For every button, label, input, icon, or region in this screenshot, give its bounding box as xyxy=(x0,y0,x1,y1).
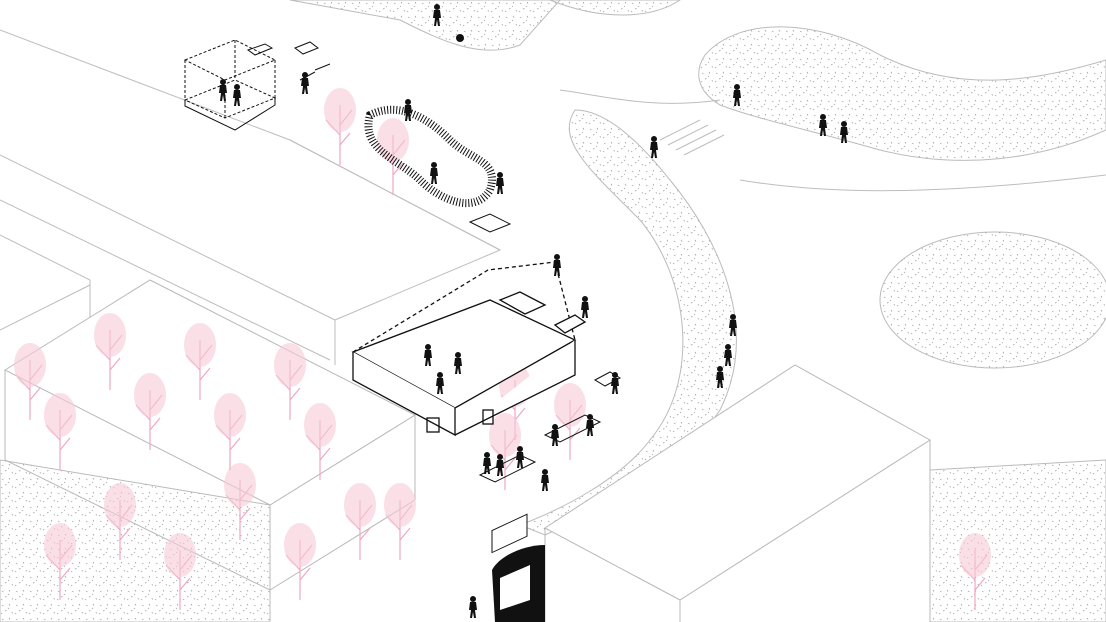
cafe-building xyxy=(351,261,587,437)
right-oval-lawn xyxy=(879,231,1106,369)
bus-icon xyxy=(492,545,545,622)
bus-stop-sign xyxy=(491,513,528,554)
top-strip xyxy=(289,0,561,51)
bottom-right-lawn xyxy=(929,459,1106,622)
music-pavilion xyxy=(183,39,277,131)
ping-pong-table-icon xyxy=(468,213,512,233)
bottom-left-lawn xyxy=(0,459,271,622)
serpentine-bench xyxy=(364,105,496,208)
top-center-strip xyxy=(549,0,681,16)
dog-icon xyxy=(456,34,464,42)
street-lines xyxy=(0,29,1106,365)
right-building xyxy=(544,364,931,622)
top-right-park xyxy=(698,26,1106,161)
